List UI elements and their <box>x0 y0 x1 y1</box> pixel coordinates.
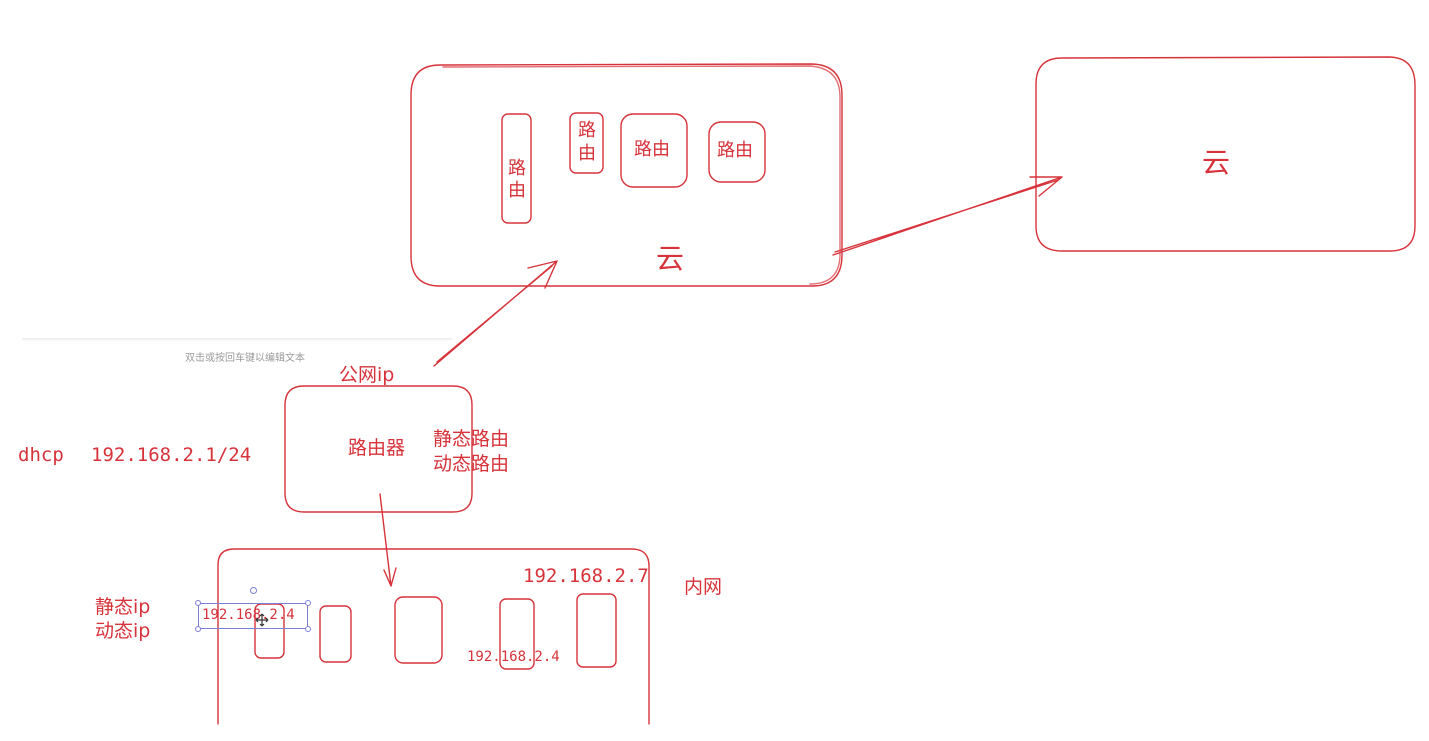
lan-ip-selected-label[interactable]: 192.168.2.4 <box>202 607 295 623</box>
router-box-label: 路由器 <box>348 437 406 459</box>
dynamic-ip-label: 动态ip <box>95 620 151 642</box>
lan-device-5[interactable] <box>576 593 617 668</box>
lan-device-2[interactable] <box>319 605 352 663</box>
arrow-router-to-lan[interactable] <box>379 493 397 587</box>
router-node-tall[interactable] <box>501 113 532 224</box>
lan-ip-top-label: 192.168.2.7 <box>523 565 649 587</box>
dynamic-routing-label: 动态路由 <box>433 453 510 475</box>
router-small-label: 路 由 <box>572 119 602 165</box>
cloud-right-box[interactable] <box>1035 56 1416 252</box>
cloud-left-label: 云 <box>656 242 685 275</box>
lan-device-1[interactable] <box>254 603 285 659</box>
lan-label: 内网 <box>684 576 723 598</box>
lan-ip-bottom-label: 192.168.2.4 <box>467 649 560 665</box>
public-ip-label: 公网ip <box>339 364 395 386</box>
router-wide-label: 路由 <box>717 140 753 161</box>
cloud-right-label: 云 <box>1202 146 1231 179</box>
ip-types: 静态ip 动态ip <box>95 595 150 643</box>
router-node-small[interactable] <box>569 112 604 174</box>
router-small-label-line1: 路 <box>578 120 596 141</box>
router-tall-label-line1: 路 <box>508 158 526 179</box>
lan-device-3[interactable] <box>394 596 443 664</box>
arrow-router-to-cloud[interactable] <box>433 260 558 367</box>
editor-divider <box>22 338 452 341</box>
selection-box[interactable] <box>198 603 308 629</box>
selection-handle-bottom-right[interactable] <box>305 626 311 632</box>
gateway-ip-label: 192.168.2.1/24 <box>91 444 252 466</box>
cloud-left-box[interactable] <box>410 63 843 287</box>
router-medium-label: 路由 <box>634 139 670 160</box>
routing-types: 静态路由 动态路由 <box>433 427 509 477</box>
selection-handle-top-right[interactable] <box>305 600 311 606</box>
dhcp-label: dhcp <box>18 444 64 466</box>
router-node-medium[interactable] <box>620 113 688 188</box>
static-routing-label: 静态路由 <box>433 428 510 450</box>
selection-handle-bottom-left[interactable] <box>195 626 201 632</box>
router-box[interactable] <box>284 385 473 513</box>
router-tall-label-line2: 由 <box>508 180 526 201</box>
selection-handle-top-left[interactable] <box>195 600 201 606</box>
rotation-handle[interactable] <box>250 587 257 594</box>
router-small-label-line2: 由 <box>578 143 596 164</box>
lan-box[interactable] <box>217 548 650 725</box>
edit-hint-text: 双击或按回车键以编辑文本 <box>185 353 305 364</box>
static-ip-label: 静态ip <box>95 596 151 618</box>
move-cursor-icon <box>255 613 269 627</box>
arrow-cloud-to-cloud[interactable] <box>832 176 1063 256</box>
lan-device-4[interactable] <box>499 598 535 670</box>
router-tall-label: 路 由 <box>504 158 530 202</box>
router-node-wide[interactable] <box>708 121 766 183</box>
